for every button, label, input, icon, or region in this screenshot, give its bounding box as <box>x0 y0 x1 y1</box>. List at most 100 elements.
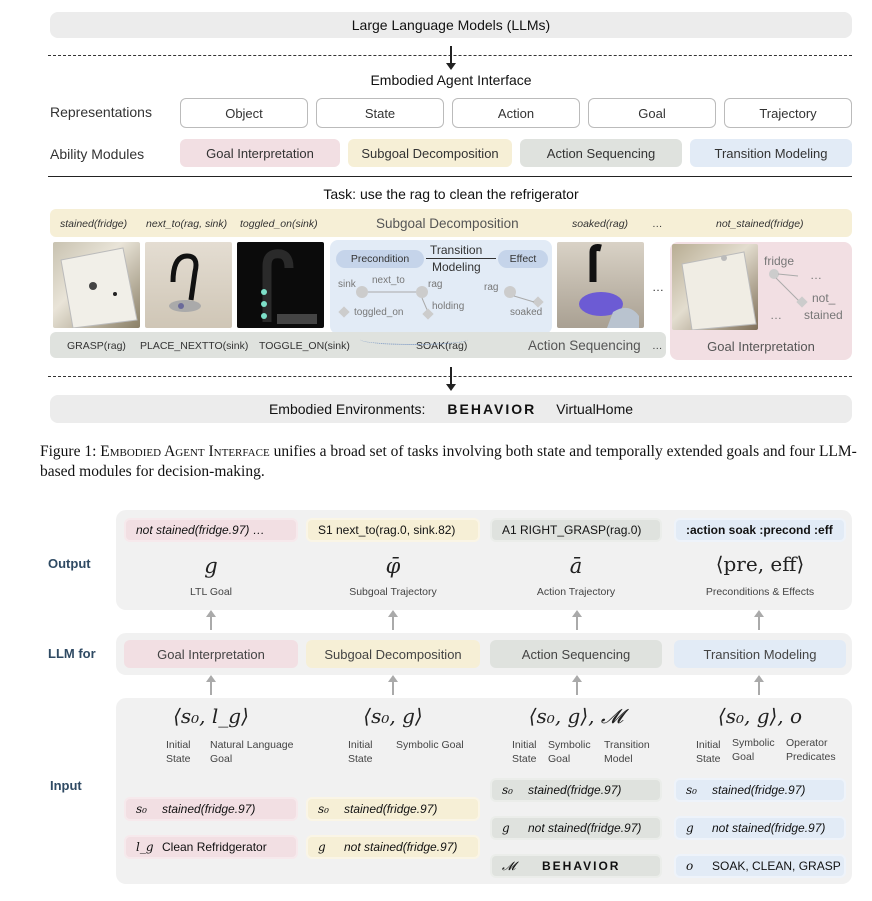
input-row: 𝓜 BEHAVIOR <box>490 854 662 878</box>
faucet-on-icon <box>261 249 317 324</box>
row-symbol: o <box>686 859 694 873</box>
sub-symbolic-goal: Symbolic Goal <box>396 739 464 751</box>
env-label: Embodied Environments: <box>268 401 426 417</box>
llm-for-label: LLM for <box>48 646 96 661</box>
scene-soak-image <box>557 242 644 328</box>
subgoal-ellipsis: … <box>652 218 663 230</box>
row-text: not stained(fridge.97) <box>712 821 826 835</box>
goal-label-dots1: … <box>810 268 822 282</box>
output-symbol-pre-eff: ⟨pre, eff⟩ <box>715 552 805 576</box>
input-tuple-action: ⟨s₀, g⟩, 𝓜 <box>528 704 624 728</box>
goal-node-not-stained <box>796 296 808 308</box>
up-arrowhead-icon <box>388 675 398 682</box>
llm-subgoal-decomposition: Subgoal Decomposition <box>306 640 480 668</box>
up-arrow-icon <box>576 679 578 695</box>
up-arrowhead-icon <box>754 610 764 617</box>
rep-action: Action <box>452 98 580 128</box>
row-symbol: s₀ <box>136 802 147 816</box>
transition-arrow-icon <box>426 258 496 259</box>
subgoal-tag-4: soaked(rag) <box>572 218 629 230</box>
goal-label-not: not_ <box>812 291 836 305</box>
output-caption-transition: Preconditions & Effects <box>705 586 815 598</box>
output-pill-action: A1 RIGHT_GRASP(rag.0) <box>490 518 662 542</box>
section-rule <box>48 176 852 177</box>
up-arrow-icon <box>210 679 212 695</box>
up-arrow-icon <box>392 679 394 695</box>
row-symbol: l_g <box>136 840 154 854</box>
action-2: PLACE_NEXTTO(sink) <box>140 340 249 352</box>
output-pill-subgoal: S1 next_to(rag.0, sink.82) <box>306 518 480 542</box>
down-arrow-icon <box>450 46 452 66</box>
row-symbol: g <box>686 821 694 835</box>
label-holding: holding <box>432 301 465 312</box>
row-symbol: g <box>502 821 510 835</box>
row-text: stained(fridge.97) <box>528 783 622 797</box>
transition-title-2: Modeling <box>432 260 481 274</box>
sub-initial-state: Initial State <box>512 739 537 765</box>
module-goal-interpretation: Goal Interpretation <box>180 139 340 167</box>
task-text: Task: use the rag to clean the refrigera… <box>323 186 579 202</box>
action-3: TOGGLE_ON(sink) <box>259 340 350 352</box>
action-sequencing-title: Action Sequencing <box>528 338 641 353</box>
node-sink <box>356 286 368 298</box>
goal-interp-panel-label: Goal Interpretation <box>707 339 815 354</box>
goal-label-stained: stained <box>804 308 843 322</box>
caption-name: Embodied Agent Interface <box>100 443 270 460</box>
row-text: not stained(fridge.97) <box>344 840 458 854</box>
goal-graph <box>769 269 808 308</box>
virtualhome-label: VirtualHome <box>556 401 634 417</box>
input-label: Input <box>50 778 82 793</box>
goal-label-dots2: … <box>770 308 782 322</box>
input-row: s₀ stained(fridge.97) <box>490 778 662 802</box>
subgoal-tag-3: toggled_on(sink) <box>240 218 318 230</box>
input-row: o SOAK, CLEAN, GRASP <box>674 854 846 878</box>
row-symbol: s₀ <box>318 802 329 816</box>
sub-transition-model: Transition Model <box>604 739 650 765</box>
up-arrow-icon <box>576 614 578 630</box>
output-symbol-phi: φ̄ <box>385 554 401 578</box>
interface-title: Embodied Agent Interface <box>370 72 532 88</box>
output-symbol-g: g <box>204 554 218 578</box>
llm-goal-interpretation: Goal Interpretation <box>124 640 298 668</box>
llm-action-sequencing: Action Sequencing <box>490 640 662 668</box>
up-arrowhead-icon <box>206 675 216 682</box>
sub-initial-state: Initial State <box>696 739 721 765</box>
up-arrowhead-icon <box>572 610 582 617</box>
precondition-badge: Precondition <box>336 250 424 268</box>
llm-bar: Large Language Models (LLMs) <box>50 12 852 38</box>
row-text: stained(fridge.97) <box>162 802 256 816</box>
node-soaked <box>532 296 544 308</box>
output-caption-goal: LTL Goal <box>189 586 233 598</box>
up-arrowhead-icon <box>572 675 582 682</box>
sub-natural-language-goal: Natural Language Goal <box>210 739 294 765</box>
down-arrow-icon-2 <box>450 367 452 387</box>
goal-label-fridge: fridge <box>764 254 795 268</box>
up-arrow-icon <box>392 614 394 630</box>
row-text: stained(fridge.97) <box>712 783 806 797</box>
arrowhead-icon <box>446 63 456 70</box>
label-next-to: next_to <box>372 275 405 286</box>
output-symbol-a: ā <box>569 554 583 578</box>
input-tuple-transition: ⟨s₀, g⟩, o <box>717 704 803 728</box>
effect-badge: Effect <box>498 250 548 268</box>
input-row: s₀ stained(fridge.97) <box>124 797 298 821</box>
caption-prefix: Figure 1: <box>40 443 101 460</box>
label-toggled-on: toggled_on <box>354 307 404 318</box>
action-bar <box>50 332 666 358</box>
label-soaked: soaked <box>510 307 543 318</box>
scene-fridge-image <box>53 242 140 329</box>
output-pill-transition: :action soak :precond :eff <box>674 518 846 542</box>
behavior-logo: BEHAVIOR <box>447 401 537 417</box>
sub-symbolic-goal: Symbolic Goal <box>732 737 775 763</box>
action-ellipsis: … <box>652 340 663 352</box>
row-symbol: 𝓜 <box>502 858 516 873</box>
up-arrowhead-icon <box>206 610 216 617</box>
module-action-sequencing: Action Sequencing <box>520 139 682 167</box>
output-caption-action: Action Trajectory <box>536 586 616 598</box>
goal-fridge-icon <box>681 251 757 331</box>
rep-trajectory: Trajectory <box>724 98 852 128</box>
row-symbol: g <box>318 840 326 854</box>
transition-graph <box>338 286 544 320</box>
subgoal-tag-1: stained(fridge) <box>60 218 128 230</box>
goal-node-fridge <box>769 269 779 279</box>
